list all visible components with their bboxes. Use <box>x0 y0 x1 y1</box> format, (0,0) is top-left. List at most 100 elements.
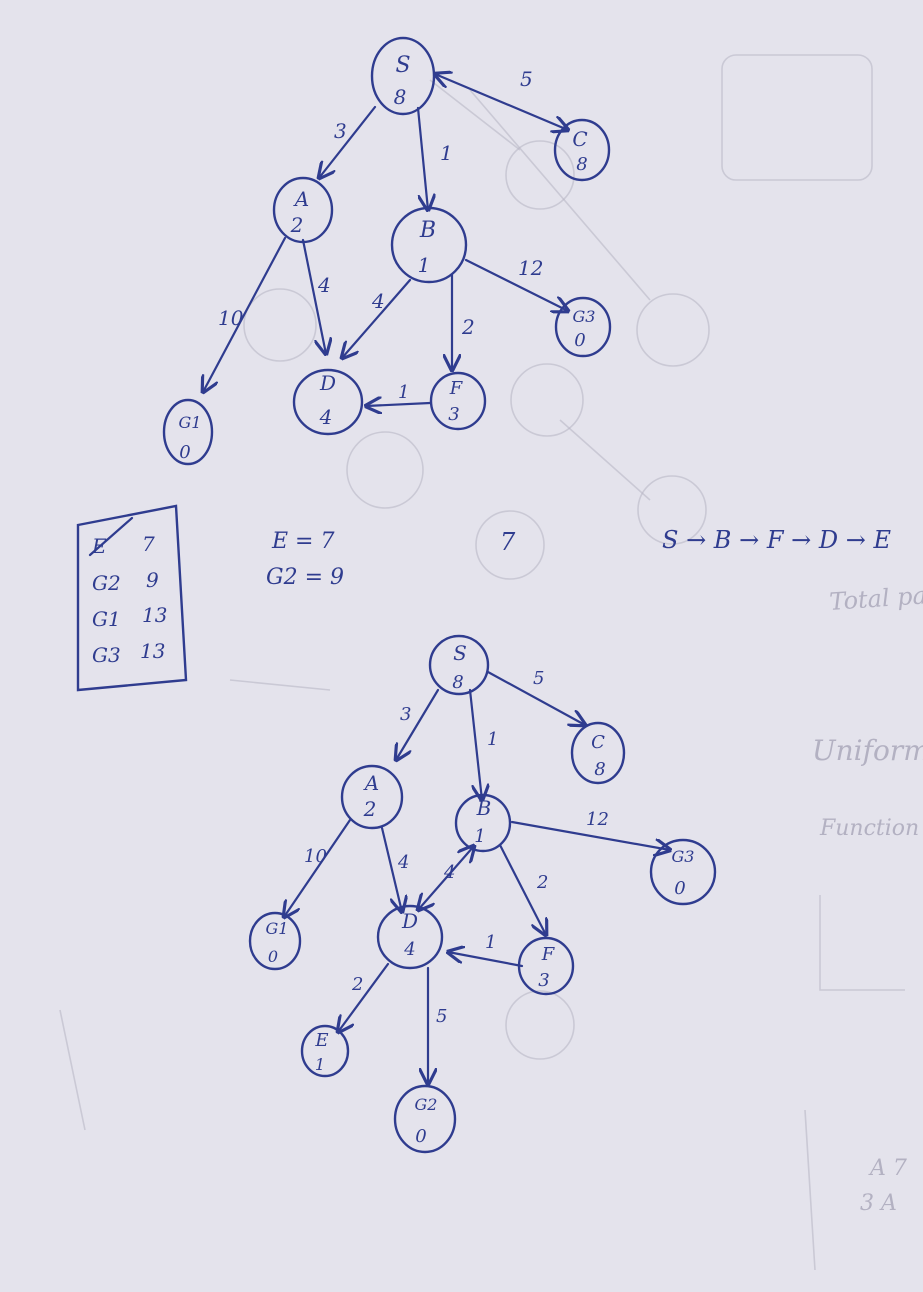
node2-b-h: 1 <box>474 826 485 847</box>
edge2-s-a <box>396 688 440 760</box>
table-row-3-value: 13 <box>142 603 167 627</box>
weight-b-f: 2 <box>461 315 475 339</box>
edge-a-d <box>301 238 326 354</box>
edge-s-c <box>435 74 568 130</box>
svg-text:Total path cost: Total path cost <box>828 575 923 616</box>
table-row-4-node: G3 <box>92 643 121 667</box>
node-c-name: C <box>572 127 587 151</box>
weight-s-b: 1 <box>440 141 453 165</box>
table-row-1-node: E <box>91 534 107 558</box>
weight2-f-d: 1 <box>485 932 496 953</box>
note-g2-cost: G2 = 9 <box>266 565 344 590</box>
node2-g3-h: 0 <box>674 878 685 899</box>
node2-g2-name: G2 <box>415 1095 438 1114</box>
edge2-b-d <box>418 846 474 910</box>
weight2-b-d: 4 <box>443 862 455 883</box>
table-row-1-value: 7 <box>142 532 155 556</box>
node2-e-h: 1 <box>315 1055 325 1074</box>
node2-a <box>340 764 404 830</box>
edge2-d-e <box>338 962 390 1032</box>
node-g3-name: G3 <box>573 307 596 326</box>
node2-b-name: B <box>476 796 492 820</box>
node-d <box>292 368 364 436</box>
edge2-s-b <box>468 688 482 800</box>
table-row-2-value: 9 <box>146 568 159 592</box>
node2-s <box>428 634 490 696</box>
edge-b-d <box>342 278 412 358</box>
graph-2: S 8 A 2 B 1 C 8 D 4 F 3 G1 0 G3 0 E 1 G2… <box>248 634 717 1154</box>
node-s <box>370 36 436 116</box>
node-b-name: B <box>419 218 436 243</box>
weight-a-d: 4 <box>317 273 331 297</box>
edge-s-b <box>416 106 428 210</box>
node2-g3 <box>649 838 717 906</box>
node2-a-h: 2 <box>363 797 377 821</box>
weight2-b-g3: 12 <box>586 809 609 830</box>
node2-c <box>570 721 626 785</box>
weight-s-a: 3 <box>334 119 347 143</box>
node2-g3-name: G3 <box>672 847 695 866</box>
edge-b-g3 <box>464 258 568 311</box>
cost-table: E 7 G2 9 G1 13 G3 13 <box>76 504 188 692</box>
node-g3 <box>554 296 612 358</box>
node2-d <box>376 904 444 970</box>
weight2-b-f: 2 <box>536 872 548 893</box>
edge2-b-f <box>498 843 546 935</box>
bleed-through-marks: Total path cost Uniform cost Function A … <box>59 54 923 1271</box>
node2-g2-h: 0 <box>415 1126 426 1147</box>
node-f-name: F <box>449 378 464 399</box>
node-a-name: A <box>293 187 309 211</box>
node-f-h: 3 <box>448 404 459 425</box>
node2-e <box>300 1024 350 1078</box>
node2-g1 <box>248 911 302 971</box>
node-g3-h: 0 <box>574 330 585 351</box>
node-f <box>429 371 487 431</box>
weight2-s-a: 3 <box>400 704 411 725</box>
table-row-2-node: G2 <box>92 571 121 595</box>
note-seven: 7 <box>500 528 516 556</box>
strike-through-e <box>88 516 134 557</box>
edge2-b-g3 <box>510 820 670 850</box>
svg-text:Uniform cost: Uniform cost <box>812 734 923 767</box>
node-g1-h: 0 <box>179 442 190 463</box>
node2-d-h: 4 <box>403 939 415 960</box>
node-b-h: 1 <box>418 253 431 277</box>
svg-text:A 7: A 7 <box>868 1156 907 1181</box>
node2-f <box>517 936 575 996</box>
node-d-h: 4 <box>319 405 333 429</box>
node-a-h: 2 <box>290 213 304 237</box>
node2-g2 <box>393 1084 457 1154</box>
node-c <box>553 118 611 182</box>
weight2-d-g2: 5 <box>436 1006 447 1027</box>
weight2-a-g1: 10 <box>304 846 327 867</box>
weight-s-c: 5 <box>520 67 533 91</box>
edge-f-d <box>366 403 432 406</box>
edge2-a-d <box>380 826 402 912</box>
node2-s-h: 8 <box>452 672 463 693</box>
weight2-a-d: 4 <box>397 852 409 873</box>
node2-c-h: 8 <box>594 759 605 780</box>
table-row-4-value: 13 <box>140 639 165 663</box>
node-g1-name: G1 <box>179 413 202 432</box>
weight-b-d: 4 <box>371 289 385 313</box>
node2-s-name: S <box>453 641 467 665</box>
node2-e-name: E <box>314 1030 328 1051</box>
node-s-name: S <box>395 53 410 78</box>
weight-f-d: 1 <box>398 382 409 403</box>
svg-text:Function: Function <box>819 816 919 841</box>
node2-c-name: C <box>591 732 605 753</box>
weight2-s-b: 1 <box>487 729 498 750</box>
node-c-h: 8 <box>576 154 587 175</box>
weight-b-g3: 12 <box>518 256 543 280</box>
note-e-cost: E = 7 <box>271 529 334 554</box>
edge2-f-d <box>448 952 524 968</box>
edge-s-a <box>319 105 377 178</box>
node-d-name: D <box>319 371 336 395</box>
node-s-h: 8 <box>394 85 407 109</box>
node-b <box>390 206 468 284</box>
node2-g1-h: 0 <box>268 947 278 966</box>
edge2-a-g1 <box>284 818 352 917</box>
node2-a-name: A <box>363 771 379 795</box>
note-path: S → B → F → D → E <box>662 526 891 554</box>
